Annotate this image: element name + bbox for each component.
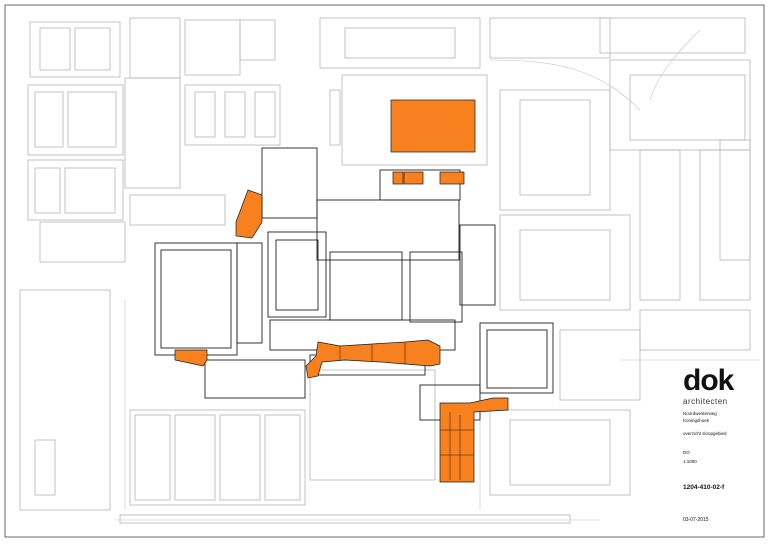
logo: dok — [683, 364, 734, 397]
project-name: Koningshoek — [683, 418, 710, 423]
phase: DO — [683, 450, 690, 455]
context-roads — [115, 29, 760, 521]
drawing-number: 1204-410-02-f — [683, 484, 725, 491]
drawing-date: 03-07-2015 — [683, 517, 709, 523]
project-label: Noordwesterweg — [683, 411, 717, 416]
scale: 1:1000 — [683, 459, 697, 464]
context-buildings — [19, 17, 751, 524]
shopping-centre — [154, 147, 554, 421]
demolition-details — [339, 342, 474, 480]
drawing-title: overzicht sloopgebied — [683, 431, 727, 436]
demolition-area — [174, 99, 509, 483]
sheet-border — [4, 4, 765, 538]
logo-subtitle: architecten — [683, 397, 728, 406]
